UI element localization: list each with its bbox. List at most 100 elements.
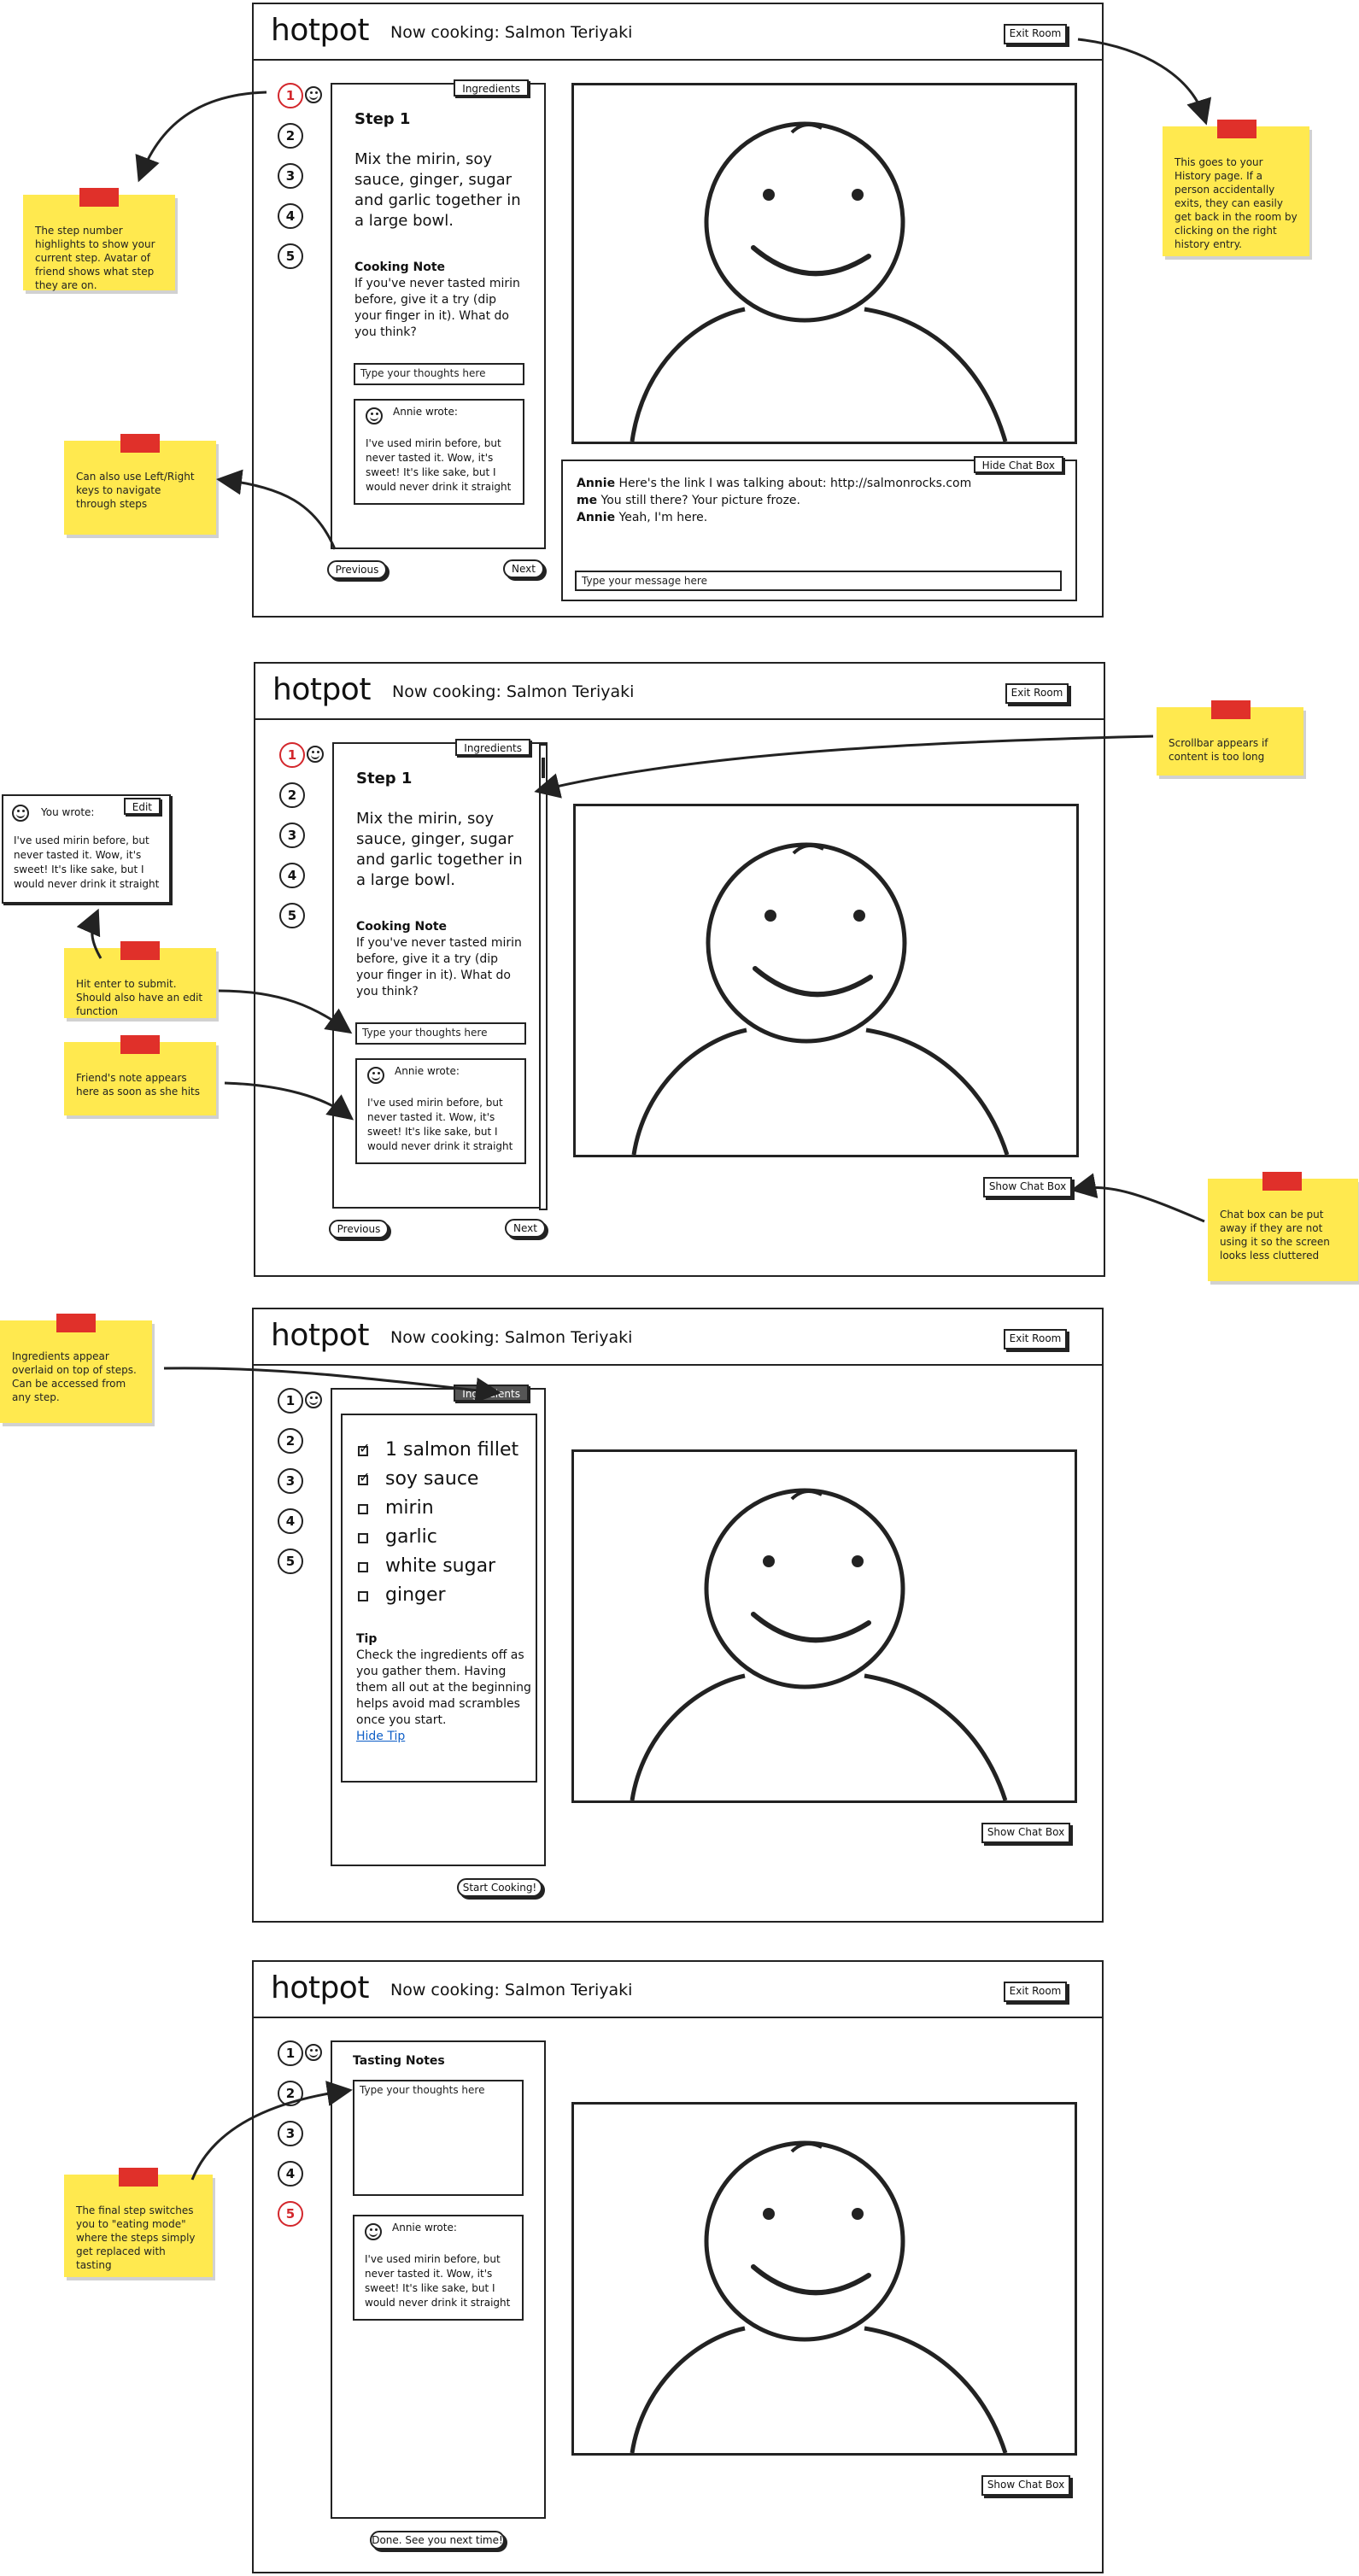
start-cooking-button[interactable]: Start Cooking! bbox=[457, 1878, 542, 1897]
friend-video-drawing bbox=[630, 1488, 1008, 1801]
ingredient-checkbox[interactable] bbox=[358, 1440, 370, 1456]
friend-avatar-icon bbox=[307, 746, 324, 763]
own-note-text: I've used mirin before, but never tasted… bbox=[14, 834, 160, 890]
ingredient-checkbox[interactable] bbox=[358, 1469, 370, 1485]
show-chat-button[interactable]: Show Chat Box bbox=[981, 1823, 1070, 1843]
friend-note-author: Annie wrote: bbox=[395, 1065, 460, 1077]
step-1-button[interactable]: 1 bbox=[278, 2040, 303, 2066]
step-2-button[interactable]: 2 bbox=[278, 123, 303, 149]
ingredient-checkbox[interactable] bbox=[358, 1591, 368, 1601]
sticky-tape bbox=[56, 1314, 96, 1332]
annotation-sticky: Hit enter to submit. Should also have an… bbox=[64, 941, 216, 1018]
app-logo: hotpot bbox=[271, 1318, 369, 1353]
exit-room-button[interactable]: Exit Room bbox=[1004, 1329, 1067, 1349]
sticky-tape bbox=[120, 941, 160, 960]
thoughts-input[interactable]: Type your thoughts here bbox=[354, 363, 524, 385]
tasting-notes-input[interactable]: Type your thoughts here bbox=[353, 2080, 524, 2196]
sticky-tape bbox=[1262, 1172, 1302, 1191]
chat-sender: me bbox=[577, 494, 598, 507]
exit-room-button[interactable]: Exit Room bbox=[1004, 24, 1067, 44]
step-scrollbar[interactable] bbox=[539, 744, 548, 1210]
step-2-button[interactable]: 2 bbox=[278, 1428, 303, 1454]
friend-video-drawing bbox=[630, 2140, 1008, 2454]
friend-video-drawing bbox=[631, 842, 1010, 1156]
done-button[interactable]: Done. See you next time! bbox=[370, 2531, 505, 2550]
ingredients-tab[interactable]: Ingredients bbox=[455, 739, 530, 756]
app-logo: hotpot bbox=[271, 13, 369, 48]
step-3-button[interactable]: 3 bbox=[278, 163, 303, 189]
step-1-button[interactable]: 1 bbox=[279, 742, 305, 768]
previous-button[interactable]: Previous bbox=[327, 560, 387, 579]
friend-avatar-icon bbox=[305, 1391, 322, 1408]
step-5-button[interactable]: 5 bbox=[279, 903, 305, 928]
ingredients-tab[interactable]: Ingredients bbox=[454, 79, 529, 97]
ingredients-tab[interactable]: Ingredients bbox=[454, 1385, 529, 1402]
sticky-text: Ingredients appear overlaid on top of st… bbox=[12, 1350, 137, 1403]
video-feed bbox=[571, 1449, 1077, 1803]
app-logo: hotpot bbox=[272, 672, 371, 707]
step-4-button[interactable]: 4 bbox=[278, 203, 303, 229]
step-1-button[interactable]: 1 bbox=[278, 1388, 303, 1414]
exit-room-button[interactable]: Exit Room bbox=[1005, 683, 1069, 704]
sticky-text: The final step switches you to "eating m… bbox=[76, 2204, 196, 2271]
next-button[interactable]: Next bbox=[503, 559, 544, 578]
scrollbar-thumb[interactable] bbox=[542, 758, 545, 778]
mockup-frame-1: hotpot Now cooking: Salmon Teriyaki Exit… bbox=[252, 3, 1104, 618]
friend-video-drawing bbox=[630, 121, 1008, 442]
step-5-button[interactable]: 5 bbox=[278, 2201, 303, 2227]
step-5-button[interactable]: 5 bbox=[278, 1549, 303, 1574]
chat-message: Annie Here's the link I was talking abou… bbox=[577, 475, 971, 492]
annotation-sticky: Friend's note appears here as soon as sh… bbox=[64, 1035, 216, 1115]
edit-button[interactable]: Edit bbox=[123, 798, 161, 815]
sticky-tape bbox=[120, 1035, 160, 1054]
mockup-frame-3: hotpot Now cooking: Salmon Teriyaki Exit… bbox=[252, 1308, 1104, 1923]
step-3-button[interactable]: 3 bbox=[278, 2121, 303, 2146]
ingredient-checkbox[interactable] bbox=[358, 1504, 368, 1514]
sticky-text: This goes to your History page. If a per… bbox=[1174, 156, 1297, 250]
own-note-popup: You wrote: Edit I've used mirin before, … bbox=[2, 794, 171, 904]
step-1-button[interactable]: 1 bbox=[278, 83, 303, 108]
user-avatar-icon bbox=[12, 805, 29, 822]
sticky-text: Chat box can be put away if they are not… bbox=[1220, 1209, 1330, 1262]
hide-tip-link[interactable]: Hide Tip bbox=[356, 1730, 406, 1743]
step-2-button[interactable]: 2 bbox=[279, 782, 305, 808]
page-title: Now cooking: Salmon Teriyaki bbox=[392, 682, 635, 701]
step-heading: Step 1 bbox=[356, 770, 413, 787]
exit-room-button[interactable]: Exit Room bbox=[1004, 1982, 1067, 2002]
show-chat-button[interactable]: Show Chat Box bbox=[983, 1177, 1072, 1197]
show-chat-button[interactable]: Show Chat Box bbox=[981, 2475, 1070, 2496]
previous-button[interactable]: Previous bbox=[329, 1220, 389, 1238]
ingredients-overlay: 1 salmon fillet soy sauce mirin garlic w… bbox=[341, 1414, 537, 1783]
friend-note-text: I've used mirin before, but never tasted… bbox=[365, 2253, 511, 2309]
thoughts-input[interactable]: Type your thoughts here bbox=[355, 1022, 526, 1045]
step-4-button[interactable]: 4 bbox=[279, 863, 305, 888]
step-2-button[interactable]: 2 bbox=[278, 2081, 303, 2106]
step-4-button[interactable]: 4 bbox=[278, 1508, 303, 1534]
annotation-sticky: The final step switches you to "eating m… bbox=[64, 2168, 213, 2277]
hide-chat-button[interactable]: Hide Chat Box bbox=[973, 456, 1063, 473]
step-panel: Ingredients Step 1 Mix the mirin, soy sa… bbox=[332, 739, 548, 1210]
sticky-text: Hit enter to submit. Should also have an… bbox=[76, 978, 203, 1017]
chat-box: Hide Chat Box Annie Here's the link I wa… bbox=[561, 456, 1077, 601]
ingredient-checkbox[interactable] bbox=[358, 1533, 368, 1543]
step-text: Mix the mirin, soy sauce, ginger, sugar … bbox=[356, 810, 523, 889]
step-4-button[interactable]: 4 bbox=[278, 2161, 303, 2187]
step-3-button[interactable]: 3 bbox=[279, 823, 305, 848]
tasting-notes-heading: Tasting Notes bbox=[353, 2054, 445, 2068]
annotation-sticky: Ingredients appear overlaid on top of st… bbox=[0, 1314, 152, 1423]
chat-message: me You still there? Your picture froze. bbox=[577, 492, 800, 509]
step-3-button[interactable]: 3 bbox=[278, 1468, 303, 1494]
tip-heading: Tip bbox=[356, 1632, 378, 1646]
chat-message-input[interactable]: Type your message here bbox=[575, 571, 1062, 591]
ingredient-label: ginger bbox=[385, 1584, 446, 1606]
annotation-sticky: Scrollbar appears if content is too long bbox=[1157, 700, 1303, 776]
friend-avatar-icon bbox=[367, 1067, 384, 1084]
next-button[interactable]: Next bbox=[505, 1219, 546, 1238]
annotation-sticky: Can also use Left/Right keys to navigate… bbox=[64, 434, 216, 535]
step-5-button[interactable]: 5 bbox=[278, 243, 303, 269]
step-panel: Ingredients Step 1 Mix the mirin, soy sa… bbox=[331, 79, 546, 549]
ingredient-checkbox[interactable] bbox=[358, 1562, 368, 1572]
sticky-tape bbox=[1211, 700, 1251, 719]
friend-note-author: Annie wrote: bbox=[393, 406, 458, 418]
header-divider bbox=[255, 718, 1104, 720]
